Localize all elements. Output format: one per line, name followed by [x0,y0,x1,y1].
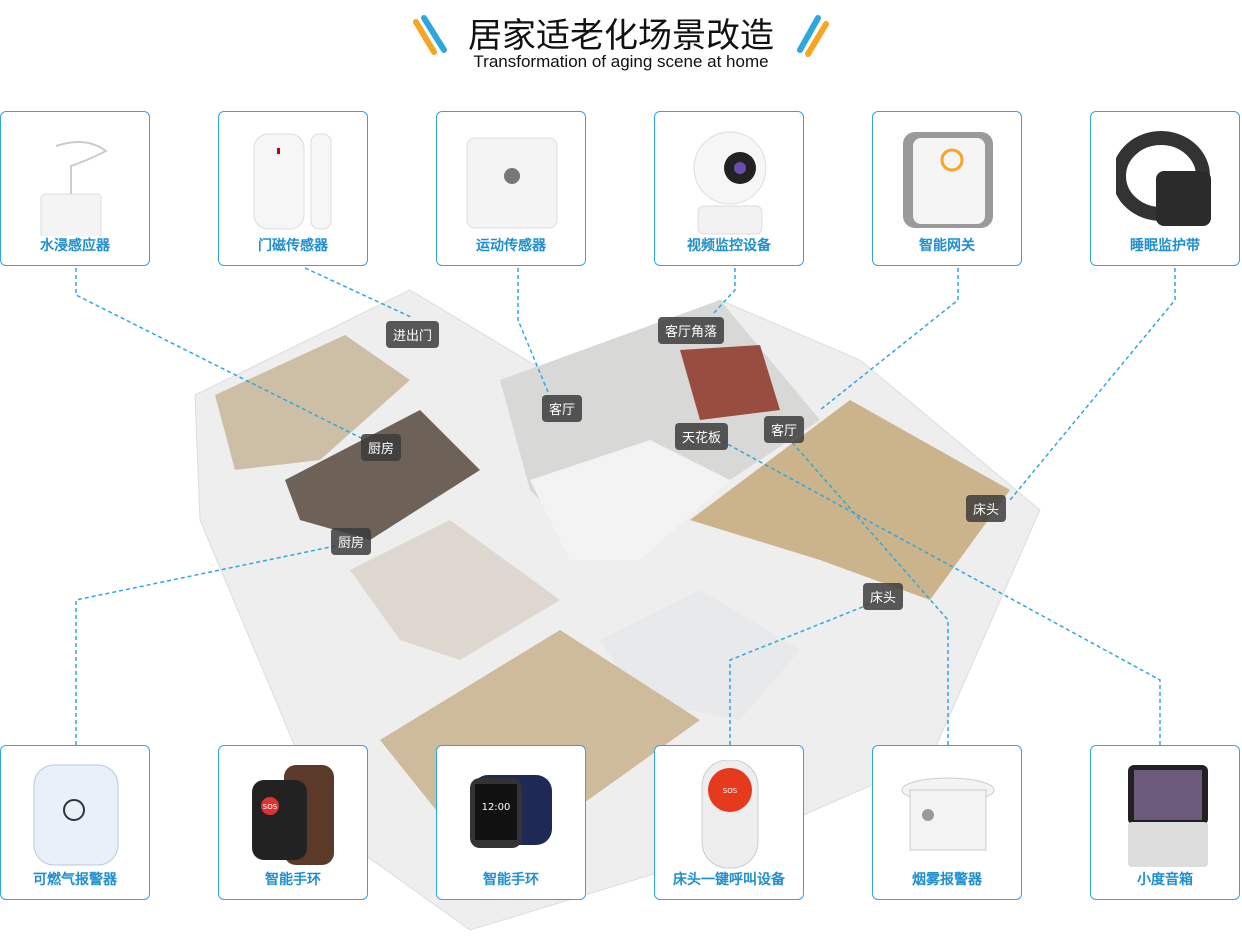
room-bedroom-left [215,335,410,470]
watch-time-text: 12:00 [482,802,511,813]
device-label: 运动传感器 [476,238,546,254]
device-label: 小度音箱 [1137,872,1193,888]
room-bedroom-right [690,400,1010,600]
gas-alarm-icon [33,764,119,866]
dashed-connectors [75,267,1176,745]
device-card-water-sensor[interactable]: 水浸感应器 [0,111,150,266]
device-card-door-sensor[interactable]: 门磁传感器 [218,111,368,266]
smoke-alarm-icon [901,777,995,851]
call-button-icon: SOS [701,760,759,869]
device-card-smart-speaker[interactable]: 小度音箱 [1090,745,1240,900]
smart-speaker-icon [1128,765,1208,867]
device-card-smart-band-1[interactable]: SOS 智能手环 [218,745,368,900]
gateway-icon [903,132,993,228]
room-tag-living: 客厅 [542,395,583,422]
device-label: 床头一键呼叫设备 [673,872,785,888]
left-stripes-decoration [413,15,447,55]
device-label: 视频监控设备 [687,238,771,254]
device-card-smoke-alarm[interactable]: 烟雾报警器 [872,745,1022,900]
device-card-camera[interactable]: 视频监控设备 [654,111,804,266]
right-stripes-decoration [797,15,829,57]
curtain [680,345,780,420]
device-card-smart-band-2[interactable]: 12:00 智能手环 [436,745,586,900]
living-floor [530,440,730,560]
device-card-gateway[interactable]: 智能网关 [872,111,1022,266]
room-bath [600,590,800,720]
sleep-belt-icon [1116,131,1211,226]
water-sensor-icon [40,141,108,236]
room-tag-bedside-2: 床头 [863,583,904,610]
smart-band-icon: SOS [252,765,334,865]
camera-icon [693,131,767,235]
room-tag-kitchen: 厨房 [361,434,402,461]
device-label: 智能手环 [483,872,539,888]
page-title: 居家适老化场景改造 [468,16,774,56]
smart-watch-icon: 12:00 [470,775,552,848]
page-subtitle: Transformation of aging scene at home [473,52,769,71]
device-label: 智能网关 [919,238,975,254]
sos-text: SOS [723,787,738,795]
room-tag-ceiling: 天花板 [675,423,729,450]
room-kitchen [285,410,480,540]
device-card-sleep-belt[interactable]: 睡眠监护带 [1090,111,1240,266]
device-card-bedside-call[interactable]: SOS 床头一键呼叫设备 [654,745,804,900]
room-dining [350,520,560,660]
device-label: 智能手环 [265,872,321,888]
door-sensor-icon [253,133,332,230]
device-label: 水浸感应器 [40,238,110,254]
room-tag-living-corner: 客厅角落 [658,317,725,344]
device-label: 睡眠监护带 [1130,238,1200,254]
device-label: 门磁传感器 [258,238,328,254]
device-card-gas-alarm[interactable]: 可燃气报警器 [0,745,150,900]
sos-text: SOS [263,803,278,811]
device-label: 烟雾报警器 [912,872,982,888]
device-card-motion-sensor[interactable]: 运动传感器 [436,111,586,266]
motion-sensor-icon [466,137,558,229]
room-tag-entrance: 进出门 [386,321,440,348]
device-label: 可燃气报警器 [33,872,117,888]
room-tag-bedside: 床头 [966,495,1007,522]
room-tag-kitchen-2: 厨房 [331,528,372,555]
room-tag-living-2: 客厅 [764,416,805,443]
